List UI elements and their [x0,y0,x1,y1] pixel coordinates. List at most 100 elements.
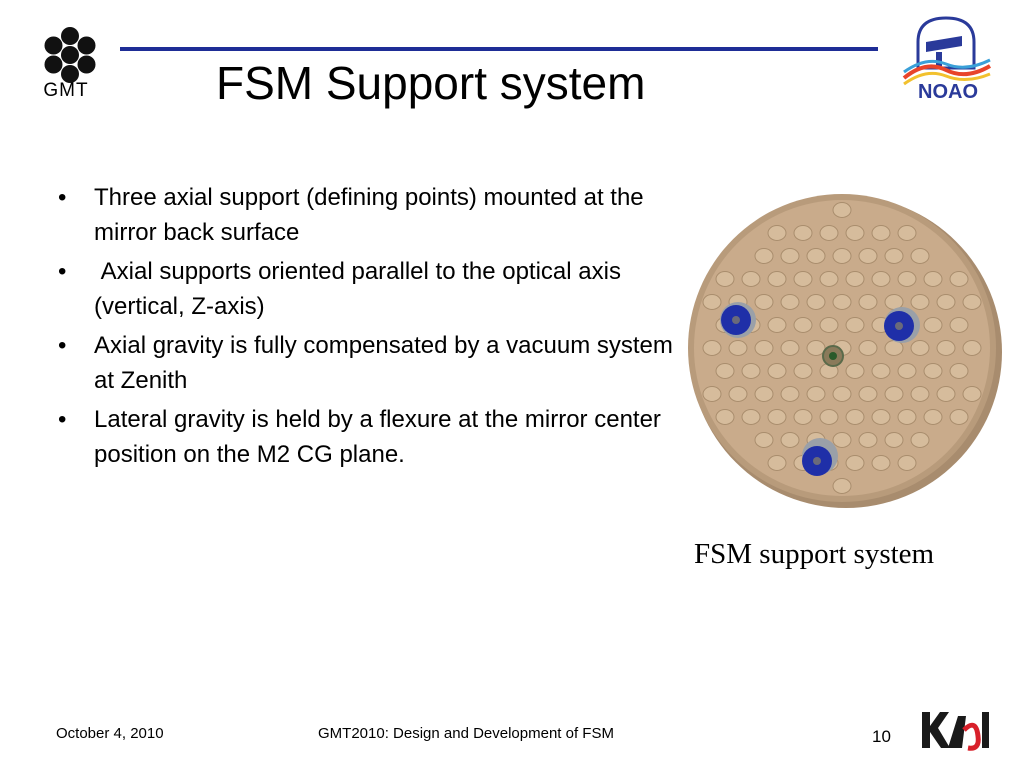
lightweight-hole [793,225,813,241]
lightweight-hole [741,363,761,379]
bullet-marker: • [58,184,67,211]
lightweight-hole [949,363,969,379]
lightweight-hole [897,363,917,379]
bullet-text: Axial supports oriented parallel to the … [94,258,628,320]
lightweight-hole [845,409,865,425]
lightweight-hole [780,248,800,264]
lightweight-hole [819,317,839,333]
lightweight-hole [767,225,787,241]
lightweight-hole [949,409,969,425]
lightweight-hole [728,386,748,402]
lightweight-hole [858,340,878,356]
lightweight-hole [715,271,735,287]
lightweight-hole [806,386,826,402]
lightweight-hole [832,248,852,264]
lightweight-hole [884,386,904,402]
lightweight-hole [949,271,969,287]
lightweight-hole [702,386,722,402]
bullet-text: Lateral gravity is held by a flexure at … [94,406,661,468]
lightweight-hole [793,409,813,425]
lightweight-hole [910,248,930,264]
lightweight-hole [780,432,800,448]
lightweight-hole [793,271,813,287]
bullet-item: • Axial gravity is fully compensated by a… [56,328,686,398]
lightweight-hole [819,225,839,241]
figure-caption: FSM support system [694,538,935,570]
lightweight-hole [871,363,891,379]
bullet-text: Three axial support (defining points) mo… [94,184,644,246]
lightweight-hole [832,294,852,310]
lightweight-hole [702,294,722,310]
noao-logo-text: NOAO [918,81,978,100]
lightweight-hole [767,409,787,425]
lightweight-hole [715,409,735,425]
bullet-text: Axial gravity is fully compensated by a … [94,332,673,394]
lightweight-hole [897,455,917,471]
lightweight-hole [780,294,800,310]
lightweight-hole [832,202,852,218]
lightweight-hole [962,294,982,310]
lightweight-hole [819,271,839,287]
lightweight-hole [897,409,917,425]
lightweight-hole [858,386,878,402]
lightweight-hole [962,386,982,402]
lightweight-hole [754,248,774,264]
axial-support-icon [884,307,920,343]
bullet-marker: • [58,258,67,285]
lightweight-hole [754,294,774,310]
lightweight-hole [871,225,891,241]
page-number: 10 [872,727,891,746]
lightweight-hole [910,432,930,448]
lightweight-hole [910,386,930,402]
lightweight-hole [819,409,839,425]
lightweight-hole [884,432,904,448]
lightweight-hole [793,317,813,333]
gmt-logo-icon [44,27,96,83]
lightweight-hole [806,248,826,264]
bullet-marker: • [58,332,67,359]
lightweight-hole [923,363,943,379]
lightweight-hole [832,478,852,494]
lightweight-hole [754,432,774,448]
lightweight-hole [936,340,956,356]
bullet-item: • Axial supports oriented parallel to th… [56,254,686,324]
lightweight-hole [767,271,787,287]
lightweight-hole [754,340,774,356]
lightweight-hole [949,317,969,333]
lightweight-hole [754,386,774,402]
lightweight-hole [845,225,865,241]
lightweight-hole [923,317,943,333]
bullet-list: • Three axial support (defining points) m… [56,180,686,476]
bullet-item: • Lateral gravity is held by a flexure at… [56,402,686,472]
lightweight-hole [845,317,865,333]
gmt-logo-text: GMT [43,80,89,101]
lightweight-hole [962,340,982,356]
page-title: FSM Support system [216,57,646,109]
lightweight-hole [780,386,800,402]
lightweight-hole [767,455,787,471]
lightweight-hole [806,340,826,356]
lightweight-hole [897,271,917,287]
lightweight-hole [767,363,787,379]
lightweight-hole [845,363,865,379]
lightweight-hole [845,455,865,471]
lightweight-hole [780,340,800,356]
lightweight-hole [936,294,956,310]
lightweight-hole [858,248,878,264]
lightweight-hole [806,294,826,310]
lightweight-hole [871,409,891,425]
lightweight-hole [728,340,748,356]
lightweight-hole [741,409,761,425]
lightweight-hole [858,432,878,448]
bullet-marker: • [58,406,67,433]
lightweight-hole [923,409,943,425]
noao-logo-icon: NOAO [902,16,992,100]
footer-date: October 4, 2010 [56,725,164,742]
lightweight-hole [871,455,891,471]
lightweight-hole [858,294,878,310]
axial-support-icon [802,438,838,476]
lightweight-hole [832,432,852,448]
lightweight-hole [884,248,904,264]
lightweight-hole [702,340,722,356]
lightweight-hole [923,271,943,287]
